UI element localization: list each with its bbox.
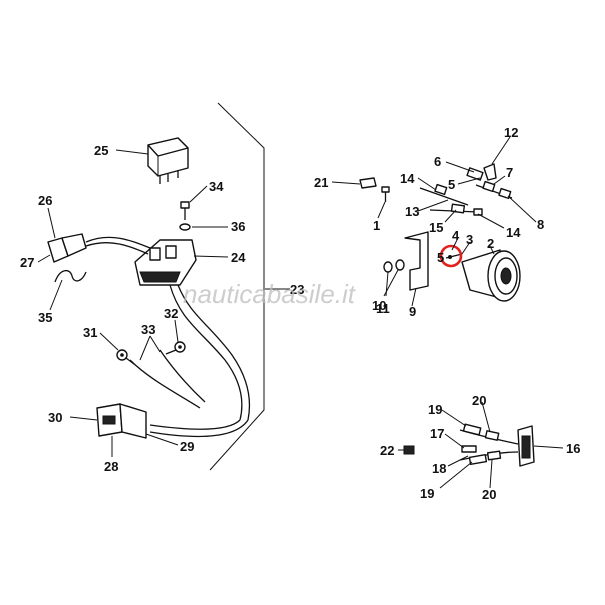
- multipin-connector: [96, 403, 147, 439]
- label-33: 33: [141, 322, 155, 337]
- wire-connector: [419, 183, 483, 216]
- harness-plug: [459, 423, 535, 467]
- terminal: [359, 177, 377, 189]
- label-35: 35: [38, 310, 52, 325]
- harness-wire: [129, 359, 201, 409]
- terminal-pin: [403, 445, 415, 455]
- label-30: 30: [48, 410, 62, 425]
- label-19-bottom: 19: [420, 486, 434, 501]
- label-21: 21: [314, 175, 328, 190]
- assembly-bracket: [209, 102, 265, 471]
- label-18: 18: [432, 461, 446, 476]
- label-16: 16: [566, 441, 580, 456]
- screw: [180, 201, 190, 220]
- label-20-top: 20: [472, 393, 486, 408]
- label-15: 15: [429, 220, 443, 235]
- label-5-small: 5: [437, 250, 444, 265]
- washer: [383, 261, 393, 273]
- screw: [381, 186, 390, 202]
- label-25: 25: [94, 143, 108, 158]
- label-23: 23: [290, 282, 304, 297]
- label-10: 10: [372, 298, 386, 313]
- label-1: 1: [373, 218, 380, 233]
- label-28: 28: [104, 459, 118, 474]
- plug-connector: [47, 233, 87, 263]
- spring-clip: [54, 270, 87, 283]
- harness-wire: [85, 236, 151, 249]
- label-12: 12: [504, 125, 518, 140]
- part-labels: 25 34 36 24 26 27 35 23 31 32 33 30 29 2…: [20, 125, 580, 502]
- label-27: 27: [20, 255, 34, 270]
- label-9: 9: [409, 304, 416, 319]
- label-34: 34: [209, 179, 224, 194]
- label-14-top: 14: [400, 171, 415, 186]
- harness-wire: [85, 242, 149, 255]
- label-2: 2: [487, 236, 494, 251]
- ring-terminal: [116, 349, 135, 365]
- mounting-bracket: [404, 231, 429, 291]
- nut: [395, 259, 405, 271]
- label-29: 29: [180, 439, 194, 454]
- label-14-bottom: 14: [506, 225, 521, 240]
- label-17: 17: [430, 426, 444, 441]
- label-3: 3: [466, 232, 473, 247]
- wire-connector: [466, 163, 513, 200]
- label-20-bottom: 20: [482, 487, 496, 502]
- label-5: 5: [448, 177, 455, 192]
- label-13: 13: [405, 204, 419, 219]
- label-24: 24: [231, 250, 246, 265]
- label-26: 26: [38, 193, 52, 208]
- label-31: 31: [83, 325, 97, 340]
- label-22: 22: [380, 443, 394, 458]
- leader-lines: [37, 136, 564, 489]
- label-32: 32: [164, 306, 178, 321]
- gauge: [461, 249, 521, 302]
- watermark: nauticabasile.it: [183, 279, 357, 309]
- harness-wire: [149, 419, 249, 438]
- gauge-stud: [445, 253, 463, 259]
- label-11: 11: [376, 301, 390, 316]
- harness-wire: [149, 419, 241, 430]
- label-36: 36: [231, 219, 245, 234]
- terminal-block: [134, 239, 197, 286]
- label-8: 8: [537, 217, 544, 232]
- highlight-circle: [439, 244, 463, 268]
- label-4: 4: [452, 228, 460, 243]
- washer: [179, 223, 191, 231]
- label-19-top: 19: [428, 402, 442, 417]
- harness-wire: [159, 349, 206, 403]
- ring-terminal: [165, 341, 186, 355]
- relay: [147, 137, 189, 184]
- harness-wire: [169, 284, 243, 421]
- label-7: 7: [506, 165, 513, 180]
- harness-wire: [177, 284, 251, 421]
- label-6: 6: [434, 154, 441, 169]
